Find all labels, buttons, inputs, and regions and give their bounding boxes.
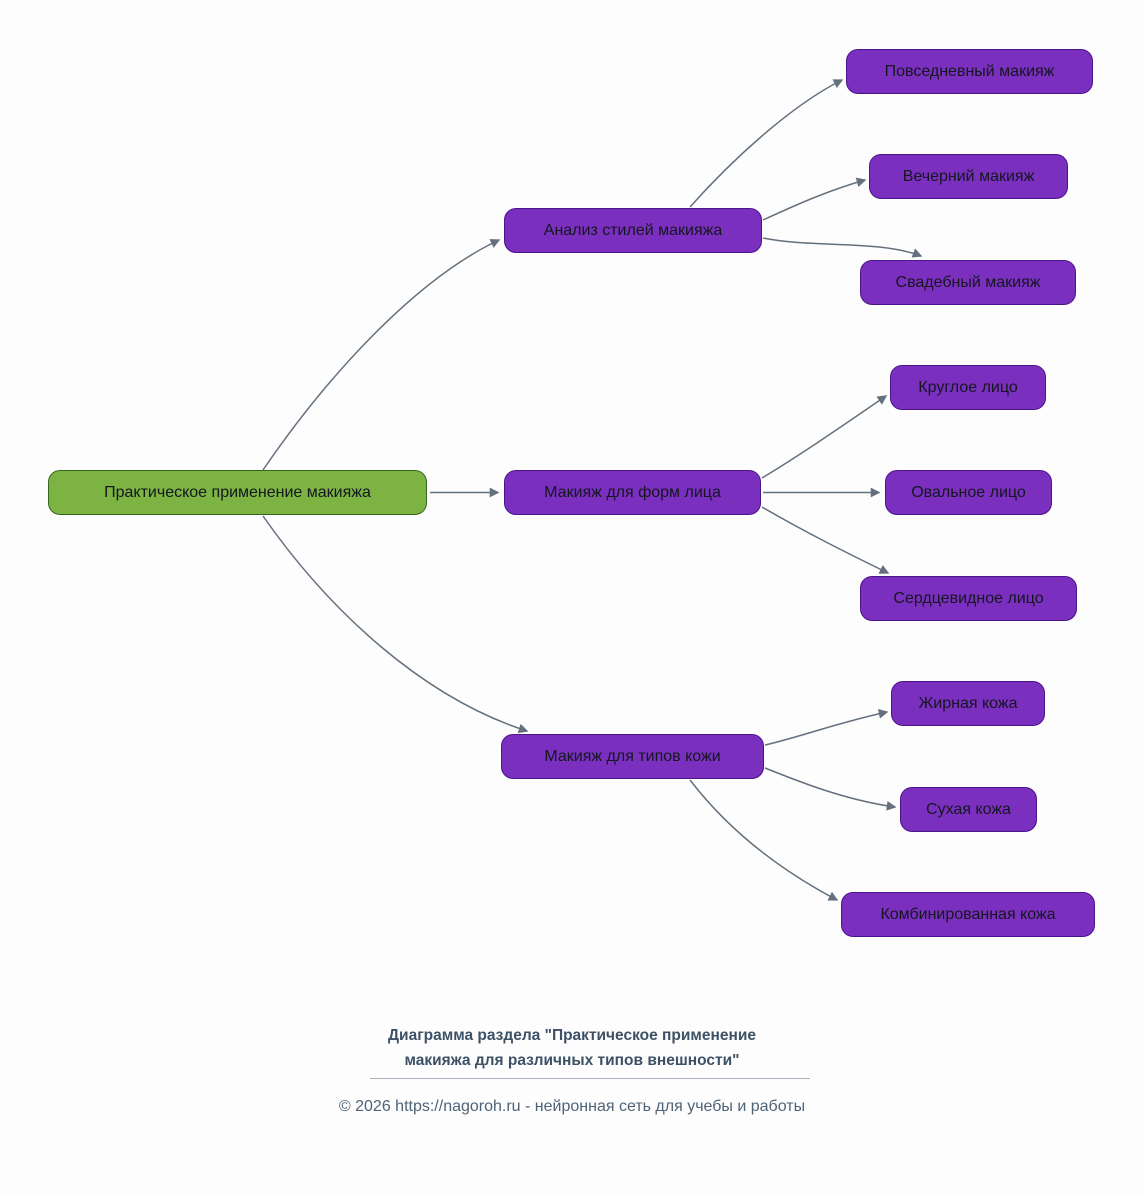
node-branch-face-shapes: Макияж для форм лица [504,470,761,515]
node-leaf-round-face: Круглое лицо [890,365,1046,410]
edge-branch0-to-leaf2 [762,237,923,258]
edge-branch0-to-leaf1 [762,177,867,221]
edge-branch0-to-leaf0 [689,79,844,208]
caption-line-1: Диаграмма раздела "Практическое применен… [388,1027,756,1044]
edge-branch2-to-leaf2 [689,779,839,901]
edge-branch2-to-leaf0 [764,708,889,746]
node-branch-styles: Анализ стилей макияжа [504,208,762,253]
edge-branch2-to-leaf1 [764,767,897,811]
footer-text: © 2026 https://nagoroh.ru - нейронная се… [338,1098,806,1115]
node-leaf-evening-makeup: Вечерний макияж [869,154,1068,199]
node-root: Практическое применение макияжа [48,470,427,515]
caption-line-2: макияжа для различных типов внешности" [404,1051,740,1069]
node-leaf-wedding-makeup: Свадебный макияж [860,260,1076,305]
node-leaf-heart-face: Сердцевидное лицо [860,576,1077,621]
edge-root-to-branch-0 [262,239,501,471]
node-leaf-oily-skin: Жирная кожа [891,681,1045,726]
node-leaf-combination-skin: Комбинированная кожа [841,892,1095,937]
node-leaf-oval-face: Овальное лицо [885,470,1052,515]
node-leaf-dry-skin: Сухая кожа [900,787,1037,832]
node-leaf-everyday-makeup: Повседневный макияж [846,49,1093,94]
diagram-caption: Диаграмма раздела "Практическое применен… [172,1024,972,1074]
caption-divider [370,1078,810,1079]
edge-branch1-to-leaf2 [761,506,890,574]
edge-branch1-to-leaf0 [761,395,888,479]
edge-root-to-branch-2 [262,515,529,734]
node-branch-skin-types: Макияж для типов кожи [501,734,764,779]
